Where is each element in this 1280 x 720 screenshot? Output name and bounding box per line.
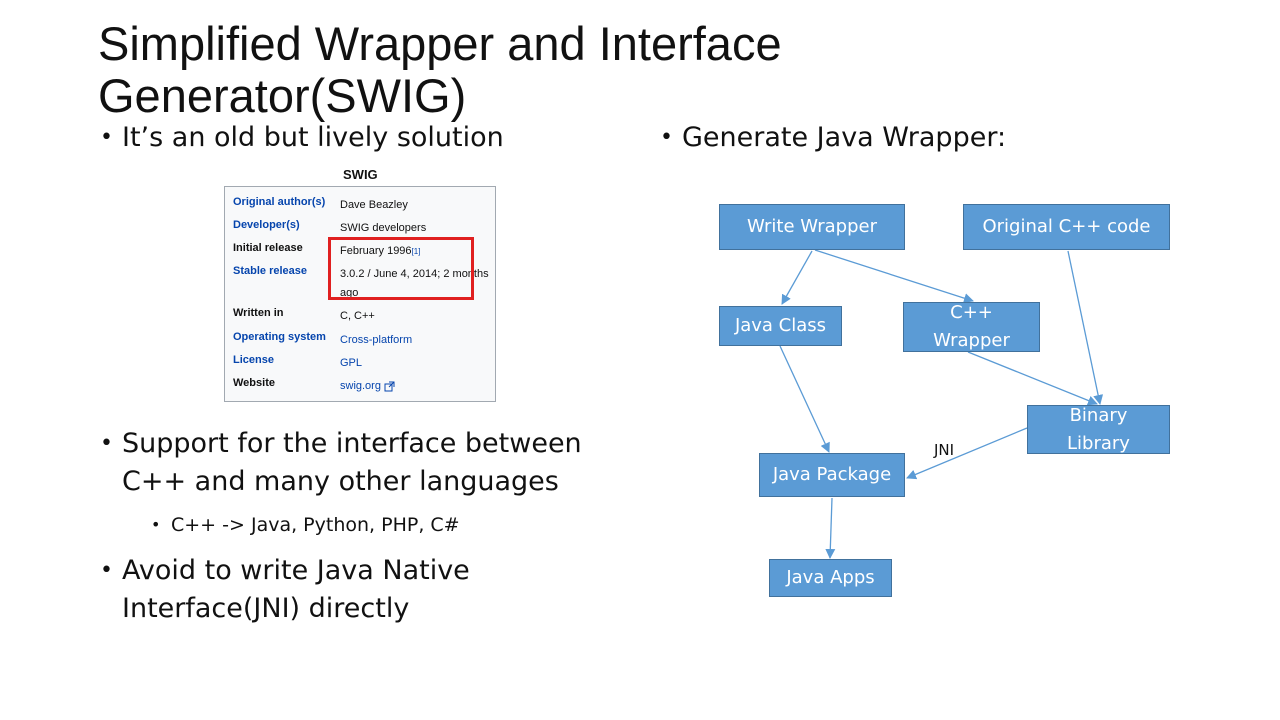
node-java-apps: Java Apps: [769, 559, 892, 597]
node-cpp-wrapper: C++ Wrapper: [903, 302, 1040, 352]
infobox-key: Website: [233, 377, 275, 389]
bullet-old-solution: • It’s an old but lively solution: [100, 119, 602, 157]
citation-link[interactable]: [1]: [411, 247, 421, 256]
infobox-value-text: February 1996: [340, 245, 412, 257]
bullet-avoid-jni: • Avoid to write Java Native Interface(J…: [100, 552, 582, 628]
website-link-text[interactable]: swig.org: [340, 380, 381, 392]
bullet-text: Support for the interface between C++ an…: [122, 428, 582, 497]
infobox-value: February 1996[1]: [340, 242, 490, 261]
edge-label-jni: JNI: [934, 441, 955, 459]
sub-bullet-text: C++ -> Java, Python, PHP, C#: [171, 514, 460, 536]
sub-bullet-languages: • C++ -> Java, Python, PHP, C#: [151, 512, 591, 538]
arrow-javaclass-to-package: [779, 345, 830, 453]
infobox-title: SWIG: [343, 167, 378, 182]
slide-title: Simplified Wrapper and Interface Generat…: [98, 17, 782, 122]
arrow-write-to-javaclass: [781, 250, 813, 305]
infobox-key: Written in: [233, 307, 284, 319]
infobox-value: Dave Beazley: [340, 199, 408, 211]
bullet-dot-icon: •: [100, 125, 113, 150]
arrow-binary-to-package: [906, 427, 1028, 480]
bullet-text: Avoid to write Java Native Interface(JNI…: [122, 555, 470, 624]
release-highlight-box: [328, 237, 474, 300]
bullet-text: It’s an old but lively solution: [122, 122, 504, 153]
arrow-original-to-binary: [1067, 250, 1104, 405]
infobox-value: 3.0.2 / June 4, 2014; 2 months ago: [340, 268, 489, 299]
node-binary-library: Binary Library: [1027, 405, 1170, 454]
bullet-text: Generate Java Wrapper:: [682, 122, 1007, 153]
infobox-value: C, C++: [340, 310, 375, 322]
node-write-wrapper: Write Wrapper: [719, 204, 905, 250]
infobox-key-link[interactable]: Developer(s): [233, 219, 300, 231]
node-java-class: Java Class: [719, 306, 842, 346]
arrow-write-to-cppwrapper: [814, 249, 974, 303]
infobox-key-link[interactable]: License: [233, 354, 274, 366]
infobox-value-link[interactable]: GPL: [340, 357, 363, 369]
bullet-dot-icon: •: [660, 125, 673, 150]
infobox-key-link[interactable]: Operating system: [233, 331, 326, 343]
arrow-cppwrapper-to-binary: [967, 351, 1098, 406]
bullet-generate-wrapper: • Generate Java Wrapper:: [660, 119, 1182, 157]
bullet-dot-icon: •: [100, 431, 113, 456]
arrow-package-to-apps: [825, 497, 836, 559]
bullet-dot-icon: •: [100, 558, 113, 583]
website-link[interactable]: swig.org: [340, 377, 490, 396]
node-java-package: Java Package: [759, 453, 905, 497]
swig-infobox: SWIG Original author(s) Dave Beazley Dev…: [224, 167, 496, 402]
infobox-key: Initial release: [233, 242, 303, 254]
external-link-icon: [384, 381, 395, 392]
bullet-dot-icon: •: [151, 515, 161, 534]
bullet-interface-support: • Support for the interface between C++ …: [100, 425, 622, 501]
infobox-key-link[interactable]: Stable release: [233, 265, 307, 277]
infobox-value-link[interactable]: Cross-platform: [340, 334, 413, 346]
node-original-cpp-code: Original C++ code: [963, 204, 1170, 250]
infobox-value: SWIG developers: [340, 222, 427, 234]
infobox-key-link[interactable]: Original author(s): [233, 196, 326, 208]
